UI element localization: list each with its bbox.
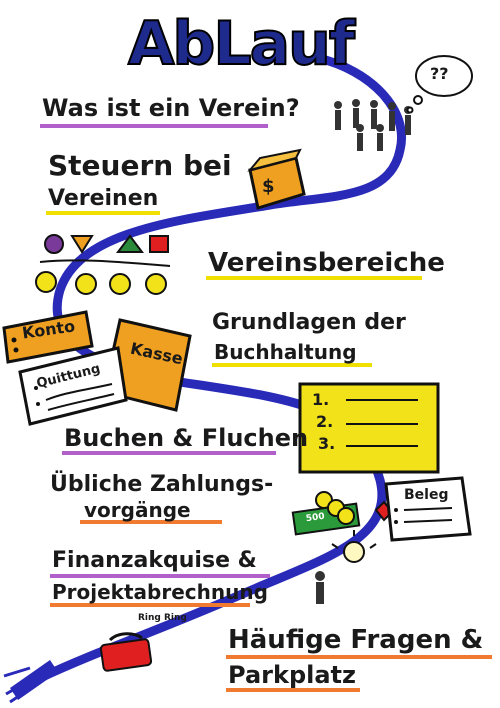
dollar-sign: $ bbox=[262, 176, 275, 197]
page-title: AbLauf bbox=[127, 9, 356, 79]
checklist-icon bbox=[298, 382, 440, 474]
beleg-label: Beleg bbox=[404, 487, 449, 503]
lightbulb-icon bbox=[315, 530, 377, 604]
list-number-3: 3. bbox=[318, 434, 336, 453]
agenda-item-4-line2: Buchhaltung bbox=[214, 340, 357, 364]
broom-icon bbox=[3, 660, 58, 704]
shapes-icon bbox=[35, 234, 171, 295]
agenda-item-6-line1: Übliche Zahlungs- bbox=[50, 472, 274, 497]
agenda-item-3: Vereinsbereiche bbox=[208, 248, 445, 278]
agenda-item-5: Buchen & Fluchen bbox=[64, 424, 309, 452]
agenda-item-6-line2: vorgänge bbox=[84, 498, 191, 522]
agenda-item-4-line1: Grundlagen der bbox=[212, 310, 406, 335]
beleg-icon bbox=[384, 476, 472, 542]
ledger-icon bbox=[2, 310, 192, 426]
phone-icon bbox=[99, 632, 153, 672]
agenda-item-2-line1: Steuern bei bbox=[48, 149, 232, 182]
question-bubble-icon bbox=[406, 55, 473, 114]
phone-ring-text: Ring Ring bbox=[138, 613, 187, 623]
agenda-item-8-line2: Parkplatz bbox=[228, 661, 356, 689]
agenda-item-2-line2: Vereinen bbox=[48, 186, 159, 211]
agenda-item-7-line1: Finanzakquise & bbox=[52, 548, 257, 573]
agenda-item-1: Was ist ein Verein? bbox=[42, 94, 300, 122]
agenda-item-8-line1: Häufige Fragen & bbox=[228, 625, 484, 655]
money-chest-icon bbox=[247, 148, 306, 210]
question-bubble-text: ?? bbox=[430, 64, 449, 83]
agenda-item-7-line2: Projektabrechnung bbox=[52, 580, 268, 604]
list-number-1: 1. bbox=[312, 390, 330, 409]
list-number-2: 2. bbox=[316, 412, 334, 431]
